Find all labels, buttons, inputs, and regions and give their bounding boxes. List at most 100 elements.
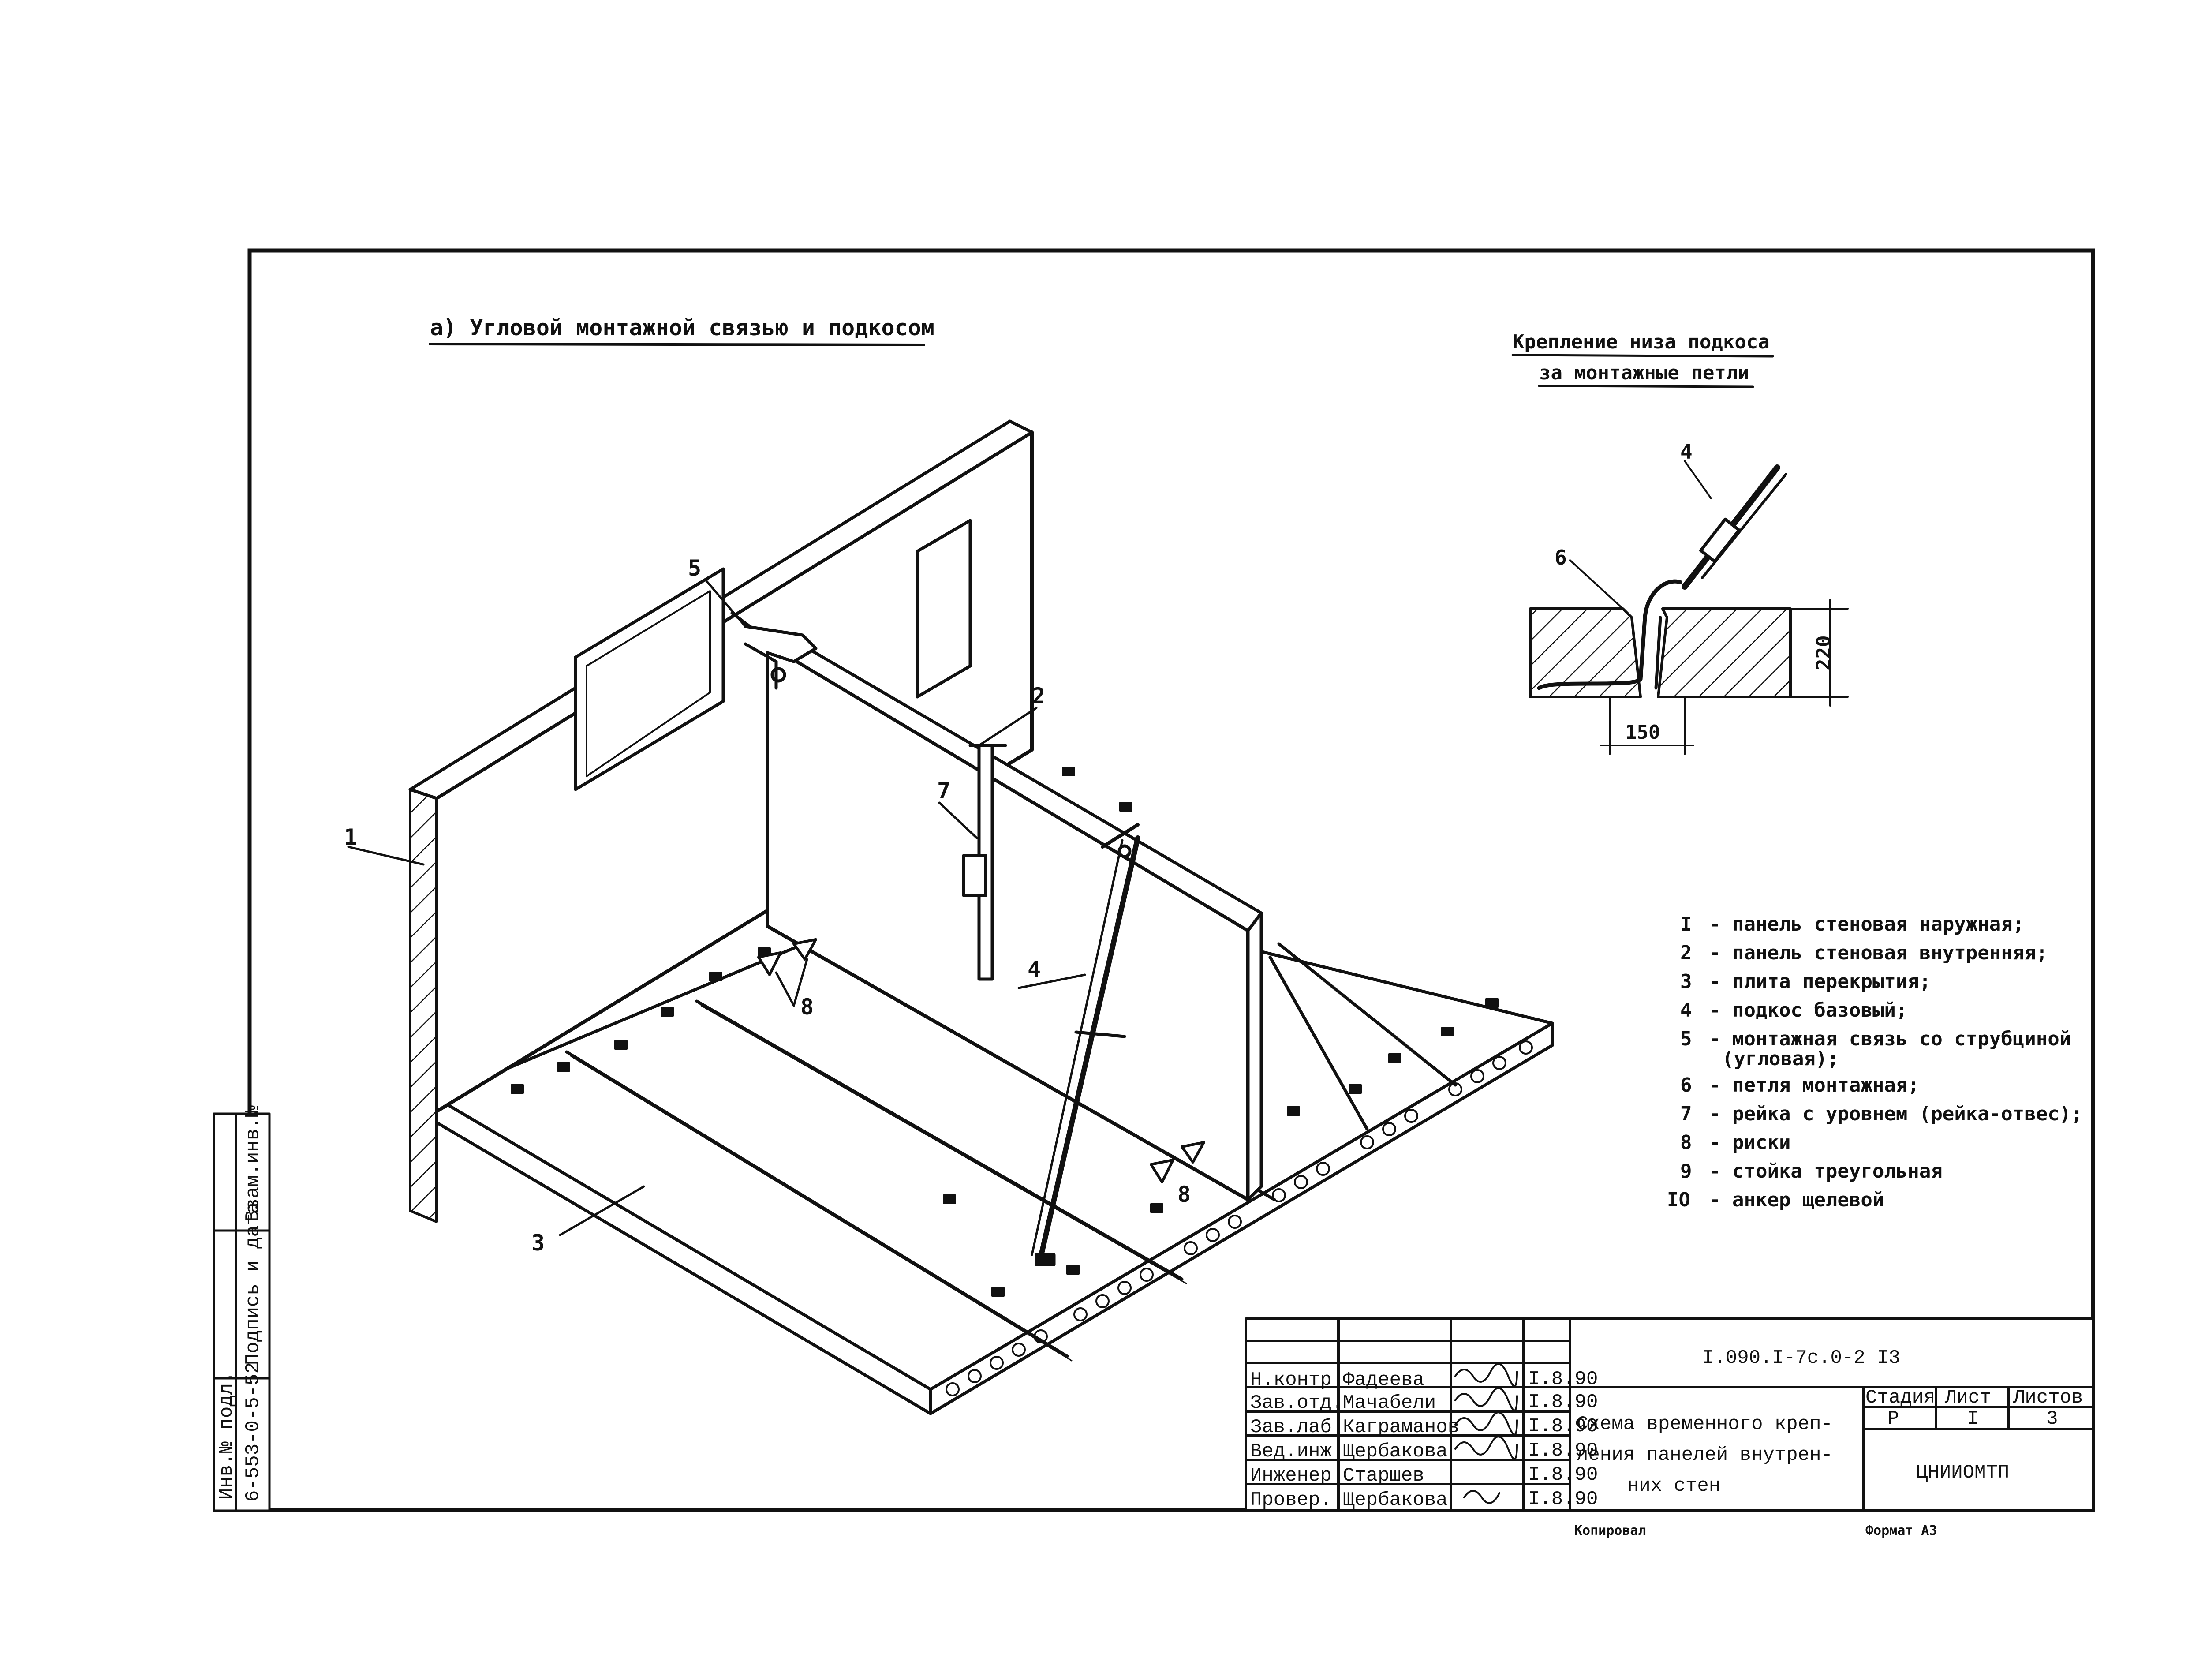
doc-code: I.090.I-7с.0-2 I3 bbox=[1702, 1347, 1900, 1369]
legend-text: - подкос базовый; bbox=[1709, 999, 1907, 1021]
callout-1: 1 bbox=[344, 824, 357, 850]
window-reveal bbox=[586, 590, 711, 777]
isometric-view bbox=[347, 419, 1554, 1415]
side-stamp-replace-inv: Взам.инв.№ bbox=[242, 1105, 264, 1222]
sheet-value: I bbox=[1967, 1408, 1978, 1430]
drawing-title-line2: ления панелей внутрен- bbox=[1577, 1444, 1833, 1466]
row-date: I.8.90 bbox=[1528, 1391, 1598, 1413]
row-date: I.8.90 bbox=[1528, 1488, 1598, 1510]
base-strut bbox=[1031, 823, 1140, 1266]
side-stamp-inv-number: 6-553-0-5-52 bbox=[242, 1362, 264, 1502]
drawing-title-line1: Схема временного креп- bbox=[1577, 1413, 1833, 1435]
row-name: Щербакова bbox=[1343, 1441, 1448, 1463]
callout-2: 2 bbox=[1032, 683, 1045, 709]
legend-num: 2 bbox=[1680, 942, 1692, 964]
window-opening bbox=[916, 519, 972, 699]
legend-num: 4 bbox=[1680, 999, 1692, 1021]
row-name: Мачабели bbox=[1343, 1392, 1436, 1414]
legend-num: 3 bbox=[1680, 970, 1692, 993]
slab-embedded-plates bbox=[511, 767, 1499, 1297]
leader-1 bbox=[347, 846, 425, 866]
legend-num: 8 bbox=[1680, 1131, 1692, 1154]
detail-dim-height: 220 bbox=[1813, 636, 1835, 670]
footer-copied: Копировал bbox=[1574, 1523, 1646, 1538]
slab-front-edge bbox=[929, 1021, 1554, 1415]
legend-text: - петля монтажная; bbox=[1709, 1074, 1919, 1096]
main-title: а) Угловой монтажной связью и подкосом bbox=[430, 315, 934, 340]
legend-num: 6 bbox=[1680, 1074, 1692, 1096]
sheets-label: Листов bbox=[2013, 1387, 2083, 1409]
slab-joint bbox=[565, 1050, 1069, 1358]
leader-8a bbox=[775, 971, 795, 1007]
legend-num: 9 bbox=[1680, 1160, 1692, 1182]
legend: I - панель стеновая наружная; 2 - панель… bbox=[1667, 913, 2083, 1211]
row-name: Каграманов bbox=[1343, 1416, 1459, 1438]
drawing-title-line3: них стен bbox=[1627, 1475, 1720, 1497]
detail-callout-4: 4 bbox=[1680, 440, 1693, 464]
detail-title-underline2 bbox=[1538, 385, 1754, 388]
sheet-frame bbox=[247, 248, 2095, 1512]
leader-5 bbox=[704, 579, 747, 628]
corner-mounting-connection bbox=[744, 625, 818, 690]
signature-rows: Н.контр Фадеева I.8.90 Зав.отд. Мачабели… bbox=[1250, 1368, 1598, 1511]
legend-text: - плита перекрытия; bbox=[1709, 970, 1931, 993]
row-date: I.8.90 bbox=[1528, 1440, 1598, 1462]
row-role: Зав.лаб bbox=[1250, 1416, 1332, 1438]
organization: ЦНИИОМТП bbox=[1916, 1462, 2009, 1484]
outer-wall-end-face bbox=[409, 788, 438, 1223]
detail-title-line2: за монтажные петли bbox=[1539, 362, 1749, 384]
stage-label: Стадия bbox=[1865, 1387, 1935, 1409]
row-date: I.8.90 bbox=[1528, 1464, 1598, 1486]
leader-2 bbox=[978, 707, 1038, 747]
legend-text: - анкер щелевой bbox=[1709, 1189, 1884, 1211]
leader-3 bbox=[559, 1185, 645, 1236]
row-date: I.8.90 bbox=[1528, 1415, 1598, 1437]
legend-text: (угловая); bbox=[1722, 1048, 1839, 1070]
level-rail bbox=[962, 744, 1007, 981]
legend-text: - монтажная связь со струбциной bbox=[1709, 1028, 2071, 1050]
inner-wall-end bbox=[1246, 911, 1263, 1201]
detail-section bbox=[1529, 460, 1849, 755]
leader-7 bbox=[938, 801, 978, 839]
side-stamp-original-inv: Инв.№ подл. bbox=[216, 1372, 238, 1500]
leader-8b bbox=[792, 958, 808, 1007]
row-role: Зав.отд. bbox=[1250, 1392, 1343, 1414]
main-title-underline bbox=[429, 343, 925, 346]
legend-num: IO bbox=[1667, 1189, 1690, 1211]
sheets-value: 3 bbox=[2046, 1408, 2058, 1430]
row-role: Вед.инж bbox=[1250, 1441, 1332, 1463]
callout-8: 8 bbox=[800, 994, 814, 1020]
legend-text: - панель стеновая наружная; bbox=[1709, 913, 2024, 935]
row-name: Фадеева bbox=[1343, 1369, 1424, 1391]
row-date: I.8.90 bbox=[1528, 1368, 1598, 1390]
detail-title-underline1 bbox=[1511, 354, 1774, 358]
callout-8b: 8 bbox=[1177, 1182, 1191, 1207]
alignment-marks bbox=[757, 938, 1205, 1183]
legend-num: I bbox=[1680, 913, 1692, 935]
title-block bbox=[1245, 1317, 2094, 1512]
window-opening bbox=[574, 567, 725, 791]
stage-value: Р bbox=[1887, 1408, 1899, 1430]
row-role: Н.контр bbox=[1250, 1369, 1332, 1391]
sheet-label: Лист bbox=[1944, 1387, 1992, 1409]
handwritten-signatures bbox=[1454, 1363, 1518, 1504]
slab-joint bbox=[1277, 942, 1457, 1087]
legend-num: 7 bbox=[1680, 1103, 1692, 1125]
legend-text: - панель стеновая внутренняя; bbox=[1709, 942, 2048, 964]
row-role: Провер. bbox=[1250, 1489, 1332, 1511]
row-role: Инженер bbox=[1250, 1465, 1332, 1487]
slab-joint bbox=[570, 1055, 1073, 1362]
slab-joint bbox=[695, 999, 1184, 1281]
legend-num: 5 bbox=[1680, 1028, 1692, 1050]
leader-4 bbox=[1017, 973, 1086, 989]
legend-text: - рейка с уровнем (рейка-отвес); bbox=[1709, 1103, 2083, 1125]
legend-text: - стойка треугольная bbox=[1709, 1160, 1943, 1182]
legend-text: - риски bbox=[1709, 1131, 1790, 1154]
footer-format: Формат А3 bbox=[1865, 1523, 1937, 1538]
callout-7: 7 bbox=[937, 778, 950, 804]
side-stamp-signature-date: Подпись и дата bbox=[242, 1202, 264, 1365]
detail-dim-width: 150 bbox=[1625, 721, 1660, 744]
slab-joint bbox=[1268, 955, 1369, 1131]
callout-4: 4 bbox=[1028, 957, 1041, 982]
